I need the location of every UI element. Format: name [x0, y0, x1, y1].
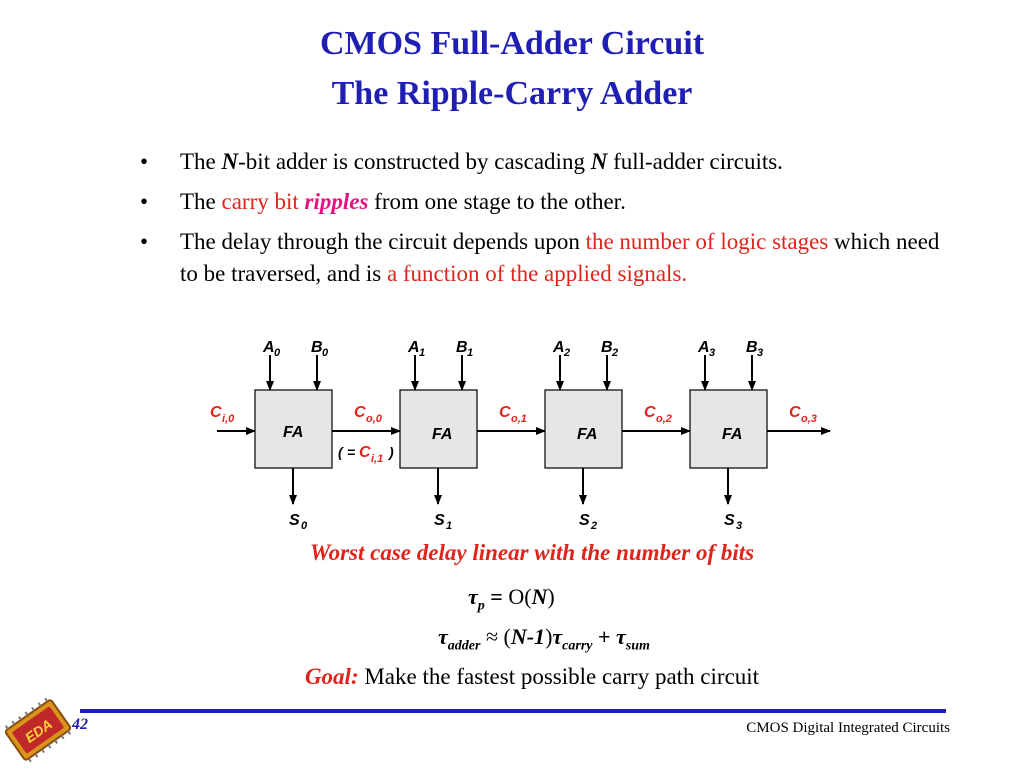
- equiv-sign: =: [347, 444, 355, 460]
- bullet-dot: •: [140, 229, 149, 254]
- bullet-n: N: [221, 149, 239, 174]
- bullet-text: The delay through the circuit depends up…: [180, 229, 586, 254]
- eq-sign: =: [484, 584, 509, 609]
- tau-sub: sum: [625, 638, 650, 654]
- eq-text: ≈ (: [480, 624, 511, 649]
- carry-out-sub: o,3: [801, 413, 817, 425]
- sum-sub: 2: [590, 520, 597, 532]
- fa-label: FA: [722, 426, 742, 443]
- sum-sub: 1: [446, 520, 452, 532]
- bullet-text: which need to be traversed, and is: [180, 229, 940, 286]
- input-b-sub: 3: [757, 347, 763, 359]
- bullet-n: N: [590, 149, 608, 174]
- tau-symbol: τ: [438, 624, 448, 649]
- input-b-sub: 1: [467, 347, 473, 359]
- fa-label: FA: [577, 426, 597, 443]
- page-number: 42: [72, 716, 88, 733]
- bullet-text: -bit adder is constructed by cascading: [238, 149, 591, 174]
- equation-tau-p: τp = O(N): [468, 584, 555, 614]
- sum-label: S: [434, 512, 445, 529]
- goal-label: Goal:: [304, 664, 359, 689]
- bullet-highlight: carry bit: [221, 189, 299, 214]
- input-b-label: B: [456, 339, 468, 356]
- bullet-item-3: • The delay through the circuit depends …: [140, 226, 940, 290]
- tau-symbol: τ: [468, 584, 478, 609]
- input-a-sub: 0: [274, 347, 281, 359]
- slide-title-line1: CMOS Full-Adder Circuit: [319, 25, 705, 62]
- fa-block: [689, 389, 768, 469]
- bullet-emphasis: ripples: [304, 189, 369, 214]
- eq-text: ): [547, 584, 555, 609]
- eq-n: N-1: [510, 624, 546, 649]
- carry-out-sub: o,1: [511, 413, 527, 425]
- fa-block: [544, 389, 623, 469]
- input-a-label: A: [262, 339, 275, 356]
- eq-text: ): [545, 624, 553, 649]
- slide-title-line2: The Ripple-Carry Adder: [331, 75, 693, 112]
- equiv-carry-label: C: [359, 444, 371, 461]
- input-a-label: A: [697, 339, 710, 356]
- tau-symbol: τ: [616, 624, 626, 649]
- bullet-dot: •: [140, 149, 149, 174]
- bullet-item-2: • The carry bit ripples from one stage t…: [140, 186, 940, 218]
- carry-out-label: C: [644, 404, 656, 421]
- eq-n: N: [531, 584, 548, 609]
- bullet-list: • The N-bit adder is constructed by casc…: [140, 146, 940, 298]
- carry-out-sub: o,0: [366, 413, 383, 425]
- goal-text: Make the fastest possible carry path cir…: [358, 664, 760, 689]
- sum-sub: 3: [736, 520, 742, 532]
- input-a-label: A: [552, 339, 565, 356]
- carry-out-label: C: [499, 404, 511, 421]
- carry-in-sub: i,0: [222, 413, 235, 425]
- carry-out-label: C: [354, 404, 366, 421]
- tau-sub: p: [477, 598, 485, 614]
- sum-label: S: [724, 512, 735, 529]
- input-b-sub: 2: [611, 347, 618, 359]
- bullet-text: The: [180, 189, 222, 214]
- input-a-label: A: [407, 339, 420, 356]
- sum-label: S: [579, 512, 590, 529]
- bullet-dot: •: [140, 189, 149, 214]
- sum-label: S: [289, 512, 300, 529]
- input-b-label: B: [746, 339, 758, 356]
- tau-symbol: τ: [552, 624, 563, 649]
- fa-label: FA: [432, 426, 452, 443]
- bullet-text: The: [180, 149, 222, 174]
- tau-sub: adder: [447, 638, 481, 654]
- equation-tau-adder: τadder ≈ (N-1)τcarry + τsum: [438, 624, 650, 654]
- carry-out-label: C: [789, 404, 801, 421]
- equiv-paren-open: (: [338, 444, 344, 460]
- carry-out-sub: o,2: [656, 413, 672, 425]
- input-a-sub: 3: [709, 347, 715, 359]
- bullet-text: from one stage to the other.: [368, 189, 626, 214]
- bullet-text: full-adder circuits.: [607, 149, 783, 174]
- fa-label: FA: [283, 424, 303, 441]
- equiv-paren-close: ): [387, 444, 394, 460]
- sum-sub: 0: [301, 520, 308, 532]
- input-a-sub: 2: [563, 347, 570, 359]
- eq-text: O(: [508, 584, 532, 609]
- input-a-sub: 1: [419, 347, 425, 359]
- eq-plus: +: [592, 624, 617, 649]
- input-b-label: B: [311, 339, 323, 356]
- goal-line: Goal: Make the fastest possible carry pa…: [0, 664, 1024, 690]
- equiv-carry-sub: i,1: [371, 453, 383, 465]
- footer-title: CMOS Digital Integrated Circuits: [746, 720, 950, 736]
- carry-in-label: C: [210, 404, 222, 421]
- bullet-highlight: the number of logic stages: [585, 229, 829, 254]
- footer-rule: [80, 709, 946, 713]
- bullet-highlight: a function of the applied signals.: [386, 261, 688, 286]
- tau-sub: carry: [562, 638, 593, 654]
- input-b-sub: 0: [322, 347, 329, 359]
- worst-case-text: Worst case delay linear with the number …: [309, 540, 755, 565]
- input-b-label: B: [601, 339, 613, 356]
- eda-logo-icon: EDA: [4, 697, 72, 763]
- bullet-item-1: • The N-bit adder is constructed by casc…: [140, 146, 940, 178]
- fa-block: [399, 389, 478, 469]
